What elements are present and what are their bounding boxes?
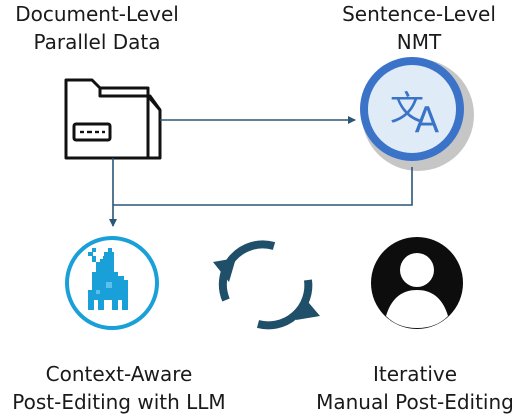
llm-post-editing-label-line2: Post-Editing with LLM: [12, 390, 226, 414]
document-data-label-line2: Parallel Data: [33, 30, 161, 54]
svg-text:文: 文: [390, 89, 424, 129]
manual-post-editing-label-line2: Manual Post-Editing: [316, 390, 514, 414]
sentence-nmt-label: Sentence-Level NMT: [318, 0, 520, 56]
sentence-nmt-label-line2: NMT: [396, 30, 442, 54]
manual-post-editing-label: Iterative Manual Post-Editing: [308, 360, 522, 416]
translate-icon: 文 A: [360, 57, 474, 171]
document-data-label: Document-Level Parallel Data: [0, 0, 194, 56]
llm-post-editing-label: Context-Aware Post-Editing with LLM: [0, 360, 238, 416]
connector-arrows: [109, 116, 413, 227]
svg-text:A: A: [415, 100, 440, 141]
llm-post-editing-label-line1: Context-Aware: [45, 362, 193, 386]
person-icon: [371, 237, 463, 329]
manual-post-editing-label-line1: Iterative: [372, 362, 458, 386]
refresh-cycle-icon: [213, 240, 320, 330]
document-data-label-line1: Document-Level: [15, 2, 179, 26]
arrow-nmt-to-llm: [113, 167, 413, 206]
sentence-nmt-label-line1: Sentence-Level: [342, 2, 496, 26]
llama-icon: [65, 236, 159, 330]
folder-document-icon: [64, 78, 162, 160]
